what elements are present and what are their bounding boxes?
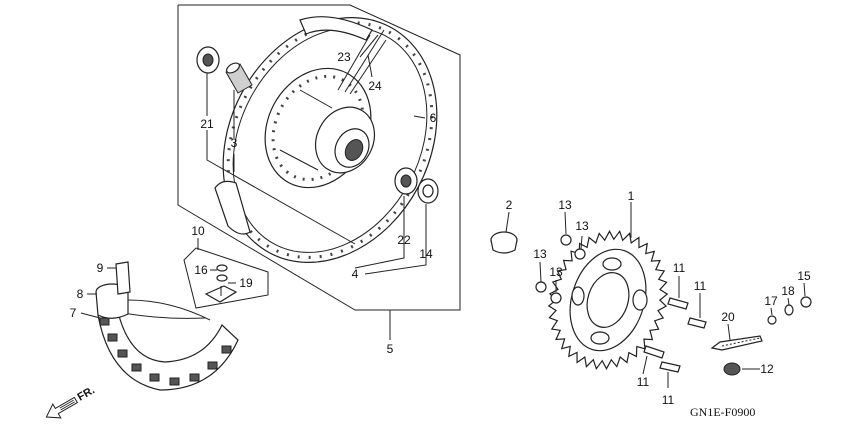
rim-strip xyxy=(115,261,131,295)
label-2: 2 xyxy=(506,198,513,212)
sprocket xyxy=(547,230,669,370)
diagram-code: GN1E-F0900 xyxy=(690,405,755,419)
label-11-c: 11 xyxy=(637,375,650,389)
label-13-b: 13 xyxy=(575,219,589,233)
inner-tube xyxy=(95,283,211,321)
label-22: 22 xyxy=(397,233,411,247)
front-direction-indicator: FR. xyxy=(45,384,97,419)
label-7: 7 xyxy=(70,306,77,320)
hub xyxy=(264,67,376,189)
label-13-a: 13 xyxy=(558,198,572,212)
part-number-labels: 1 2 3 4 5 6 7 8 9 10 11 11 11 11 11 12 1… xyxy=(70,50,811,407)
label-4: 4 xyxy=(352,267,359,281)
bearing-right xyxy=(394,167,418,195)
label-12: 12 xyxy=(760,362,774,376)
label-11-a: 11 xyxy=(673,261,686,275)
chain-adjuster xyxy=(710,296,812,376)
label-9: 9 xyxy=(97,261,104,275)
valve-box xyxy=(183,247,269,309)
rim-band xyxy=(214,16,373,235)
tire xyxy=(97,311,239,391)
dust-seal xyxy=(417,178,439,204)
label-10: 10 xyxy=(191,224,205,238)
label-6: 6 xyxy=(430,111,437,125)
label-18: 18 xyxy=(781,284,795,298)
front-arrow-icon xyxy=(45,396,79,419)
label-21: 21 xyxy=(200,117,214,131)
distance-collar xyxy=(225,62,253,94)
label-8: 8 xyxy=(77,287,84,301)
label-15: 15 xyxy=(797,269,811,283)
label-23: 23 xyxy=(337,50,351,64)
label-16: 16 xyxy=(194,263,208,277)
label-13-c: 13 xyxy=(533,247,547,261)
bearing-left xyxy=(196,46,220,74)
label-1: 1 xyxy=(628,189,635,203)
label-14: 14 xyxy=(419,247,433,261)
label-11-b: 11 xyxy=(694,279,707,293)
spokes xyxy=(337,29,387,95)
label-20: 20 xyxy=(721,310,735,324)
front-label: FR. xyxy=(76,384,97,403)
label-19: 19 xyxy=(239,276,253,290)
sprocket-fasteners xyxy=(535,234,707,373)
label-24: 24 xyxy=(368,79,382,93)
label-13-d: 13 xyxy=(549,265,563,279)
label-3: 3 xyxy=(231,136,238,150)
leader-lines xyxy=(80,34,806,388)
label-17: 17 xyxy=(764,294,778,308)
label-5: 5 xyxy=(387,342,394,356)
label-11-d: 11 xyxy=(662,393,675,407)
collar xyxy=(490,231,518,254)
wheel-assembly-frame xyxy=(177,4,461,311)
